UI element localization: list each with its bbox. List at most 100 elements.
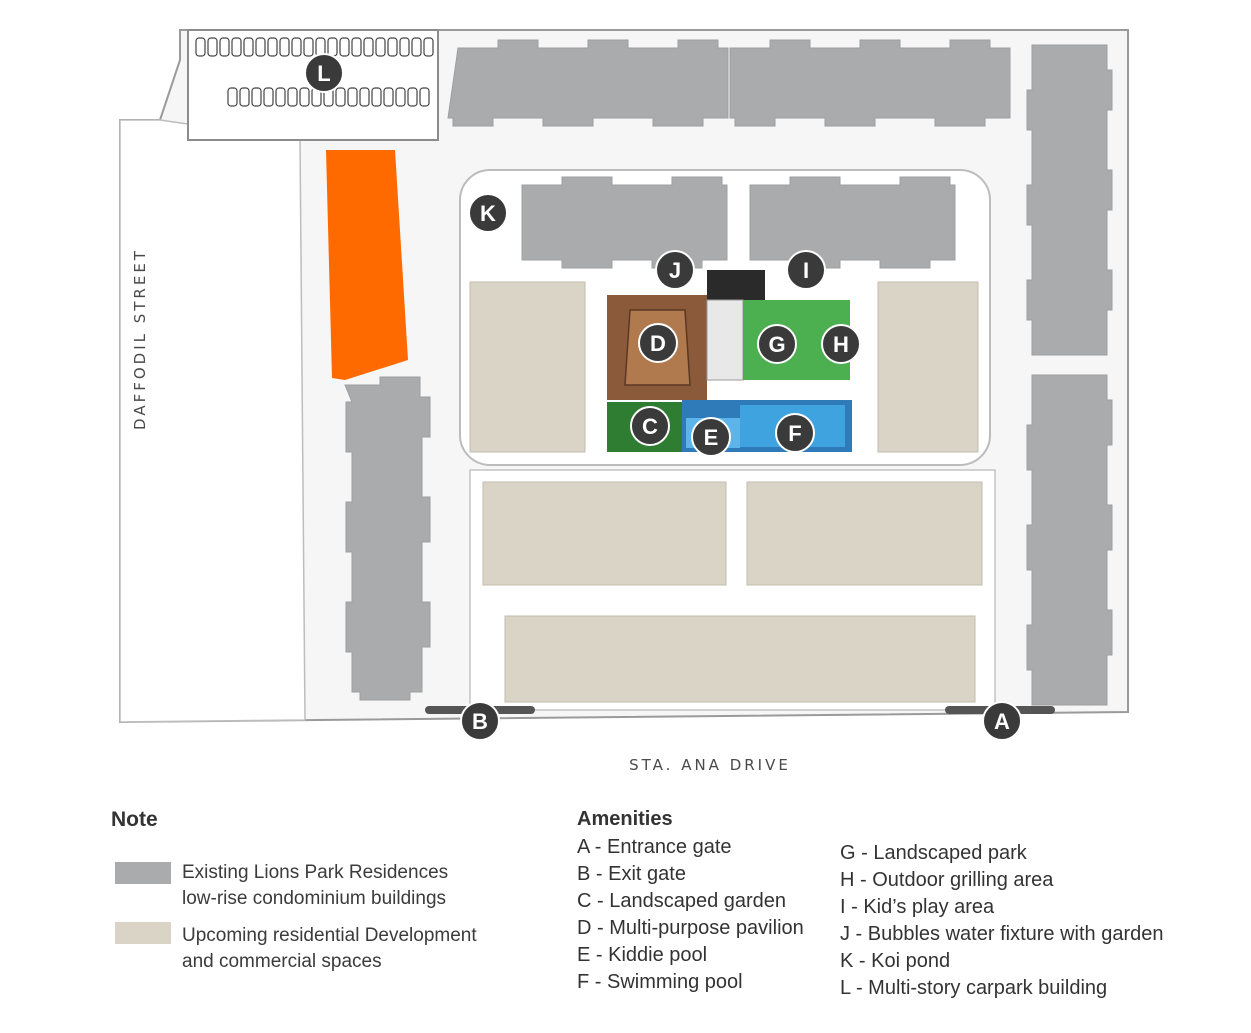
parking-stall [267, 37, 278, 57]
existing-building-top-2 [729, 39, 1011, 127]
upcoming-block-1 [469, 281, 586, 453]
amenity-item-c: C - Landscaped garden [577, 890, 787, 912]
parking-stall [291, 37, 302, 57]
parking-stall [243, 37, 254, 57]
parking-stall [351, 37, 362, 57]
walkway [706, 299, 744, 381]
marker-j: J [655, 250, 695, 290]
upcoming-block-3 [482, 481, 727, 586]
marker-circle [460, 701, 500, 741]
existing-building-center-2 [749, 176, 956, 269]
existing-building-right-1 [1026, 44, 1113, 356]
amenity-item-j: J - Bubbles water fixture with garden [840, 923, 1164, 945]
marker-label: H [833, 332, 849, 357]
parking-stall [419, 87, 430, 107]
marker-label: L [317, 61, 330, 86]
parking-stall [251, 87, 262, 107]
parking-stall [411, 37, 422, 57]
existing-building-right-2 [1026, 374, 1113, 706]
marker-label: I [803, 258, 809, 283]
parking-stall [227, 87, 238, 107]
marker-circle [775, 413, 815, 453]
parking-stall [195, 37, 206, 57]
amenities-list-col1: A - Entrance gate B - Exit gate C - Land… [577, 834, 804, 996]
legend-title: Note [111, 808, 158, 831]
marker-i: I [786, 250, 826, 290]
upcoming-block-5 [504, 615, 976, 703]
street-label-sta-ana: STA. ANA DRIVE [629, 756, 791, 774]
marker-label: K [480, 201, 496, 226]
amenities-list-col2: G - Landscaped park H - Outdoor grilling… [840, 840, 1164, 1002]
parking-stall [327, 37, 338, 57]
parking-stall [231, 37, 242, 57]
marker-circle [821, 324, 861, 364]
parking-stall [395, 87, 406, 107]
marker-label: A [994, 709, 1010, 734]
amenity-item-a: A - Entrance gate [577, 836, 732, 858]
marker-a: A [982, 701, 1022, 741]
parking-stall [287, 87, 298, 107]
marker-label: B [472, 709, 488, 734]
existing-building-top-1 [447, 39, 729, 127]
parking-stall [207, 37, 218, 57]
legend-swatch-upcoming [115, 922, 171, 944]
carpark-building [326, 150, 408, 380]
marker-b: B [460, 701, 500, 741]
marker-l: L [304, 53, 344, 93]
legend-existing-line2: low-rise condominium buildings [182, 888, 447, 909]
parking-stall [383, 87, 394, 107]
marker-circle [304, 53, 344, 93]
street-label-daffodil: DAFFODIL STREET [131, 248, 149, 430]
legend-text-existing: Existing Lions Park Residences low-rise … [182, 860, 448, 912]
parking-stall [339, 37, 350, 57]
parking-stall [347, 87, 358, 107]
marker-h: H [821, 324, 861, 364]
parking-stall [363, 37, 374, 57]
upcoming-block-4 [746, 481, 983, 586]
parking-row [227, 87, 430, 107]
parking-stall [423, 37, 434, 57]
legend-upcoming-line1: Upcoming residential Development [182, 925, 477, 946]
existing-building-center-1 [521, 176, 728, 269]
marker-circle [786, 250, 826, 290]
amenity-item-f: F - Swimming pool [577, 971, 743, 993]
existing-building-left [344, 376, 431, 701]
parking-stall [359, 87, 370, 107]
amenity-item-h: H - Outdoor grilling area [840, 869, 1054, 891]
parking-stall [219, 37, 230, 57]
parking-stall [399, 37, 410, 57]
parking-stall [407, 87, 418, 107]
parking-stall [255, 37, 266, 57]
marker-g: G [757, 324, 797, 364]
parking-stall [275, 87, 286, 107]
marker-circle [757, 324, 797, 364]
parking-stall [335, 87, 346, 107]
marker-label: J [669, 258, 681, 283]
upcoming-block-2 [877, 281, 979, 453]
marker-circle [468, 193, 508, 233]
plaza [707, 270, 765, 300]
amenity-item-i: I - Kid’s play area [840, 896, 995, 918]
parking-stall [299, 87, 310, 107]
marker-label: G [768, 332, 785, 357]
amenity-item-l: L - Multi-story carpark building [840, 977, 1108, 999]
marker-label: F [788, 421, 801, 446]
marker-label: C [642, 414, 658, 439]
parking-stall [375, 37, 386, 57]
legend-swatch-existing [115, 862, 171, 884]
legend-existing-line1: Existing Lions Park Residences [182, 862, 449, 883]
amenity-item-g: G - Landscaped park [840, 842, 1027, 864]
parking-stall [303, 37, 314, 57]
amenities-title: Amenities [577, 808, 673, 830]
amenity-item-d: D - Multi-purpose pavilion [577, 917, 804, 939]
marker-circle [982, 701, 1022, 741]
marker-d: D [638, 323, 678, 363]
parking-row [195, 37, 434, 57]
marker-circle [691, 417, 731, 457]
amenity-item-k: K - Koi pond [840, 950, 951, 972]
marker-circle [638, 323, 678, 363]
parking-stall [239, 87, 250, 107]
legend-upcoming-line2: and commercial spaces [182, 951, 382, 972]
